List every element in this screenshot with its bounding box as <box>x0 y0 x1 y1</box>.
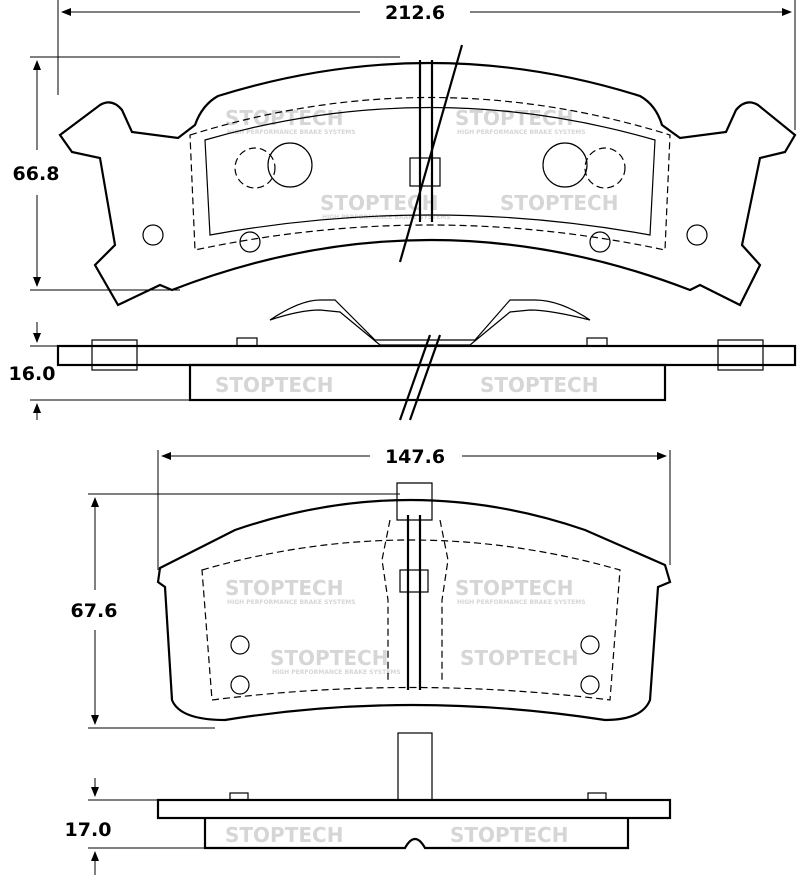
rear-width-label: 147.6 <box>385 446 445 468</box>
svg-text:HIGH PERFORMANCE BRAKE SYSTEMS: HIGH PERFORMANCE BRAKE SYSTEMS <box>457 129 586 136</box>
front-height-dimension: 66.8 <box>13 56 400 291</box>
svg-text:STOPTECH: STOPTECH <box>460 646 578 670</box>
svg-text:HIGH PERFORMANCE BRAKE SYSTEMS: HIGH PERFORMANCE BRAKE SYSTEMS <box>457 599 586 606</box>
rear-thickness-dimension: 17.0 <box>65 778 205 875</box>
svg-text:STOPTECH: STOPTECH <box>480 373 598 397</box>
svg-text:HIGH PERFORMANCE BRAKE SYSTEMS: HIGH PERFORMANCE BRAKE SYSTEMS <box>227 599 356 606</box>
svg-text:HIGH PERFORMANCE BRAKE SYSTEMS: HIGH PERFORMANCE BRAKE SYSTEMS <box>322 214 451 221</box>
front-thickness-dimension: 16.0 <box>9 322 190 420</box>
svg-text:STOPTECH: STOPTECH <box>450 823 568 847</box>
front-width-label: 212.6 <box>385 2 445 24</box>
rear-pad-face-view <box>156 482 672 850</box>
front-pad-face-view <box>56 44 797 421</box>
front-thickness-label: 16.0 <box>9 363 56 385</box>
front-height-label: 66.8 <box>13 163 60 185</box>
front-width-dimension: 212.6 <box>57 0 796 130</box>
svg-text:HIGH PERFORMANCE BRAKE SYSTEMS: HIGH PERFORMANCE BRAKE SYSTEMS <box>272 669 401 676</box>
svg-text:STOPTECH: STOPTECH <box>270 646 388 670</box>
svg-text:STOPTECH: STOPTECH <box>225 576 343 600</box>
svg-text:STOPTECH: STOPTECH <box>215 373 333 397</box>
rear-thickness-label: 17.0 <box>65 819 112 841</box>
rear-height-dimension: 67.6 <box>71 493 400 729</box>
rear-height-label: 67.6 <box>71 600 118 622</box>
svg-text:HIGH PERFORMANCE BRAKE SYSTEMS: HIGH PERFORMANCE BRAKE SYSTEMS <box>227 129 356 136</box>
svg-text:STOPTECH: STOPTECH <box>455 576 573 600</box>
svg-text:STOPTECH: STOPTECH <box>500 191 618 215</box>
svg-text:STOPTECH: STOPTECH <box>225 823 343 847</box>
rear-width-dimension: 147.6 <box>157 446 671 570</box>
svg-text:STOPTECH: STOPTECH <box>455 106 573 130</box>
svg-text:STOPTECH: STOPTECH <box>225 106 343 130</box>
